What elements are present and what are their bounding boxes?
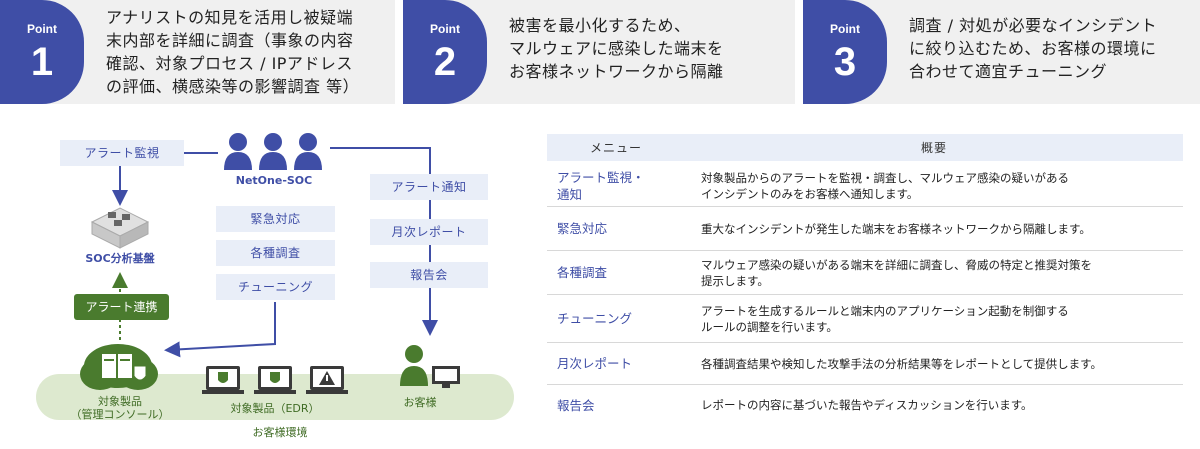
desc-line: レポートの内容に基づいた報告やディスカッションを行います。 xyxy=(701,398,1033,412)
monthly-report-box: 月次レポート xyxy=(370,219,488,245)
desc-cell: 対象製品からのアラートを監視・調査し、マルウェア感染の疑いがある インシデントの… xyxy=(685,170,1183,202)
analyst-icon xyxy=(294,133,322,170)
desc-line: インシデントのみをお客様へ通知します。 xyxy=(701,186,919,201)
soc-diagram: アラート監視 NetOne-SOC 緊急対応 各種調査 チューニング SOC分析… xyxy=(0,104,540,449)
desc-line: 提示します。 xyxy=(701,273,769,288)
point-text-line: に絞り込むため、お客様の環境に xyxy=(909,39,1157,58)
menu-cell: 月次レポート xyxy=(547,355,685,372)
alert-monitor-box: アラート監視 xyxy=(60,140,184,166)
desc-line: アラートを生成するルールと端末内のアプリケーション起動を制御する xyxy=(701,303,1069,318)
table-row: アラート監視・ 通知 対象製品からのアラートを監視・調査し、マルウェア感染の疑い… xyxy=(547,165,1183,207)
server-platform-icon xyxy=(90,207,150,249)
menu-line: アラート監視・ xyxy=(557,169,645,185)
table-row: 報告会 レポートの内容に基づいた報告やディスカッションを行います。 xyxy=(547,385,1183,425)
point-1-badge: Point 1 xyxy=(0,0,84,104)
table-header: メニュー 概要 xyxy=(547,134,1183,161)
desc-cell: 重大なインシデントが発生した端末をお客様ネットワークから隔離します。 xyxy=(685,221,1183,237)
point-label: Point xyxy=(27,22,57,36)
point-label: Point xyxy=(830,22,860,36)
customer-icon xyxy=(400,345,460,388)
point-3-badge: Point 3 xyxy=(803,0,887,104)
desc-line: 各種調査結果や検知した攻撃手法の分析結果等をレポートとして提供します。 xyxy=(701,356,1103,371)
desc-cell: 各種調査結果や検知した攻撃手法の分析結果等をレポートとして提供します。 xyxy=(685,356,1183,372)
point-text-line: の評価、横感染等の影響調査 等） xyxy=(106,77,360,96)
edr-label: 対象製品（EDR） xyxy=(230,402,320,415)
point-2-text: 被害を最小化するため、 マルウェアに感染した端末を お客様ネットワークから隔離 xyxy=(509,14,785,83)
point-1-banner: Point 1 アナリストの知見を活用し被疑端 末内部を詳細に調査（事象の内容 … xyxy=(0,0,395,104)
customer-env-label: お客様環境 xyxy=(252,426,308,439)
point-text-line: お客様ネットワークから隔離 xyxy=(509,62,724,81)
point-3-banner: Point 3 調査 / 対処が必要なインシデント に絞り込むため、お客様の環境… xyxy=(803,0,1200,104)
services-to-console-arrow xyxy=(164,302,276,358)
table-row: 各種調査 マルウェア感染の疑いがある端末を詳細に調査し、脅威の特定と推奨対策を … xyxy=(547,251,1183,295)
analyst-icon xyxy=(224,133,252,170)
mgmt-console-line: 対象製品 xyxy=(98,395,142,408)
menu-cell: アラート監視・ 通知 xyxy=(547,169,685,203)
menu-line: 各種調査 xyxy=(557,265,608,280)
menu-cell: 各種調査 xyxy=(547,264,685,281)
point-2-badge: Point 2 xyxy=(403,0,487,104)
point-number: 3 xyxy=(833,40,857,84)
point-3-text: 調査 / 対処が必要なインシデント に絞り込むため、お客様の環境に 合わせて適宜… xyxy=(909,14,1190,83)
soc-name-label: NetOne-SOC xyxy=(235,174,313,187)
menu-line: チューニング xyxy=(557,311,633,326)
point-number: 2 xyxy=(433,40,457,84)
menu-cell: 緊急対応 xyxy=(547,220,685,237)
cloud-console-icon xyxy=(80,344,158,390)
customer-label: お客様 xyxy=(403,396,437,409)
laptop-warning-icon xyxy=(306,366,348,394)
mgmt-console-line: （管理コンソール） xyxy=(70,408,170,421)
point-text-line: 確認、対象プロセス / IPアドレス xyxy=(106,54,353,73)
table-row: チューニング アラートを生成するルールと端末内のアプリケーション起動を制御する … xyxy=(547,295,1183,343)
service-tuning: チューニング xyxy=(216,274,335,300)
point-text-line: アナリストの知見を活用し被疑端 xyxy=(106,8,354,27)
menu-cell: 報告会 xyxy=(547,397,685,414)
point-text-line: 末内部を詳細に調査（事象の内容 xyxy=(106,31,354,50)
service-investigation: 各種調査 xyxy=(216,240,335,266)
desc-cell: マルウェア感染の疑いがある端末を詳細に調査し、脅威の特定と推奨対策を 提示します… xyxy=(685,257,1183,289)
desc-line: 対象製品からのアラートを監視・調査し、マルウェア感染の疑いがある xyxy=(701,170,1069,185)
menu-line: 緊急対応 xyxy=(557,221,608,236)
desc-cell: アラートを生成するルールと端末内のアプリケーション起動を制御する ルールの調整を… xyxy=(685,303,1183,335)
alert-link-box: アラート連携 xyxy=(74,294,169,320)
menu-line: 通知 xyxy=(557,186,583,202)
mgmt-console-label: 対象製品 （管理コンソール） xyxy=(60,395,180,421)
alert-notify-box: アラート通知 xyxy=(370,174,488,200)
header-summary: 概要 xyxy=(920,141,947,155)
desc-line: 重大なインシデントが発生した端末をお客様ネットワークから隔離します。 xyxy=(701,221,1091,236)
point-text-line: 調査 / 対処が必要なインシデント xyxy=(909,16,1158,35)
point-text-line: 合わせて適宜チューニング xyxy=(909,62,1108,81)
service-emergency: 緊急対応 xyxy=(216,206,335,232)
point-2-banner: Point 2 被害を最小化するため、 マルウェアに感染した端末を お客様ネット… xyxy=(403,0,795,104)
table-row: 緊急対応 重大なインシデントが発生した端末をお客様ネットワークから隔離します。 xyxy=(547,207,1183,251)
point-label: Point xyxy=(430,22,460,36)
laptop-shield-icon xyxy=(254,366,296,394)
analyst-icon xyxy=(259,133,287,170)
table-row: 月次レポート 各種調査結果や検知した攻撃手法の分析結果等をレポートとして提供しま… xyxy=(547,343,1183,385)
point-1-text: アナリストの知見を活用し被疑端 末内部を詳細に調査（事象の内容 確認、対象プロセ… xyxy=(106,6,385,98)
desc-cell: レポートの内容に基づいた報告やディスカッションを行います。 xyxy=(685,397,1183,413)
point-number: 1 xyxy=(30,40,54,84)
point-text-line: マルウェアに感染した端末を xyxy=(509,39,724,58)
header-menu: メニュー xyxy=(589,141,642,155)
menu-cell: チューニング xyxy=(547,310,685,327)
connector-lines xyxy=(80,133,460,394)
laptop-shield-icon xyxy=(202,366,244,394)
point-text-line: 被害を最小化するため、 xyxy=(509,16,691,35)
menu-table: メニュー 概要 アラート監視・ 通知 対象製品からのアラートを監視・調査し、マル… xyxy=(547,134,1183,425)
soc-platform-label: SOC分析基盤 xyxy=(85,252,155,265)
report-meeting-box: 報告会 xyxy=(370,262,488,288)
desc-line: マルウェア感染の疑いがある端末を詳細に調査し、脅威の特定と推奨対策を xyxy=(701,257,1092,272)
menu-line: 月次レポート xyxy=(557,356,633,371)
menu-line: 報告会 xyxy=(557,397,595,413)
desc-line: ルールの調整を行います。 xyxy=(701,319,838,334)
